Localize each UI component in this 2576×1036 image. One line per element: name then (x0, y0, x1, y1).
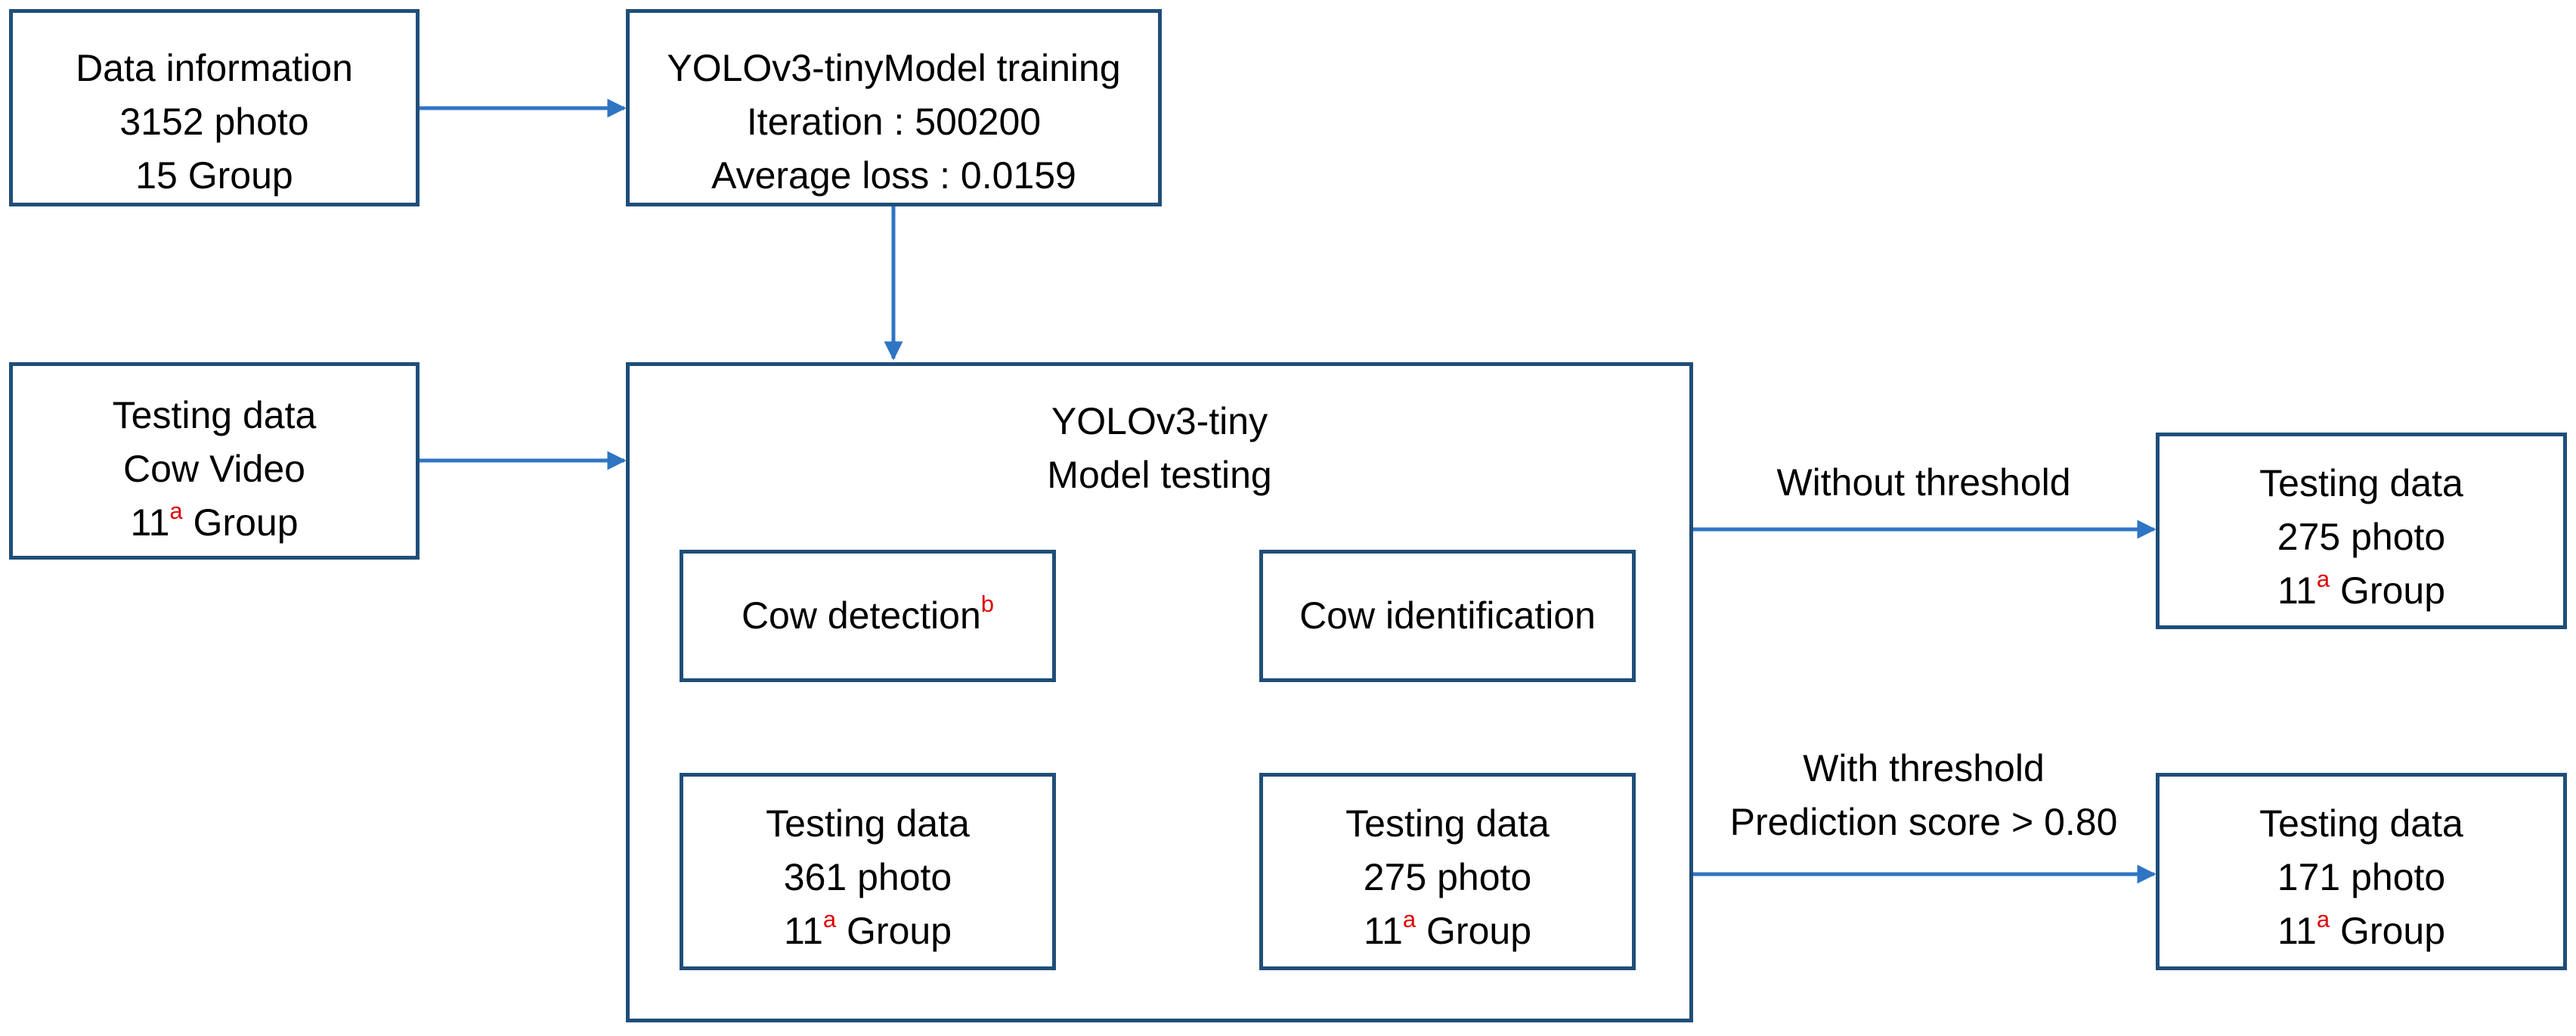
testing-input-title: Testing data (112, 394, 317, 436)
cow-identification-label: Cow identification (1299, 594, 1596, 637)
group-count: 11 (2277, 569, 2317, 612)
testing-input-groups: 11a Group (13, 496, 416, 550)
without-threshold-result-box: Testing data 275 photo 11a Group (2156, 433, 2567, 629)
cow-detection-label: Cow detectionb (683, 589, 1052, 643)
cow-identification-box: Cow identification (1259, 550, 1636, 682)
footnote-a-marker: a (2316, 906, 2330, 932)
group-label: Group (1416, 910, 1531, 952)
identification-output-box: Testing data 275 photo 11a Group (1259, 773, 1636, 970)
data-info-group-count: 15 Group (135, 154, 293, 197)
footnote-a-marker: a (1402, 906, 1416, 932)
with-threshold-result-box: Testing data 171 photo 11a Group (2156, 773, 2567, 970)
footnote-a-marker: a (822, 906, 837, 932)
identification-output-photos: 275 photo (1363, 856, 1532, 898)
group-label: Group (2330, 910, 2445, 952)
group-label: Group (836, 910, 952, 952)
group-count: 11 (1363, 910, 1403, 952)
cow-detection-box: Cow detectionb (680, 550, 1056, 682)
without-threshold-result-photos: 275 photo (2277, 516, 2446, 558)
data-information-box: Data information 3152 photo 15 Group (9, 9, 420, 206)
testing-video-box: Testing data Cow Video 11a Group (9, 362, 420, 560)
model-training-box: YOLOv3-tinyModel training Iteration : 50… (626, 9, 1162, 206)
training-iteration: Iteration : 500200 (746, 101, 1042, 143)
footnote-b-marker: b (980, 591, 995, 617)
testing-input-source: Cow Video (123, 448, 305, 490)
with-threshold-result-title: Testing data (2259, 802, 2463, 845)
group-count: 11 (783, 910, 823, 952)
with-threshold-label-line2: Prediction score > 0.80 (1729, 801, 2118, 843)
with-threshold-result-photos: 171 photo (2277, 856, 2446, 898)
with-threshold-result-groups: 11a Group (2160, 904, 2563, 958)
group-label: Group (2330, 569, 2445, 612)
footnote-a-marker: a (2316, 566, 2330, 592)
detection-output-title: Testing data (766, 802, 970, 845)
detection-output-box: Testing data 361 photo 11a Group (680, 773, 1056, 970)
model-testing-title-line2: Model testing (1047, 454, 1272, 496)
without-threshold-result-groups: 11a Group (2160, 564, 2563, 618)
detection-output-groups: 11a Group (683, 904, 1052, 958)
training-average-loss: Average loss : 0.0159 (711, 154, 1076, 197)
data-info-photo-count: 3152 photo (119, 101, 309, 143)
with-threshold-label-line1: With threshold (1803, 747, 2045, 789)
group-label: Group (182, 501, 299, 544)
model-testing-title-line1: YOLOv3-tiny (1051, 400, 1268, 442)
detection-output-photos: 361 photo (783, 856, 952, 898)
cow-detection-text: Cow detection (741, 594, 981, 637)
without-threshold-result-title: Testing data (2259, 462, 2463, 504)
group-count: 11 (2277, 910, 2317, 952)
identification-output-title: Testing data (1345, 802, 1550, 845)
group-count: 11 (130, 501, 170, 544)
footnote-a-marker: a (169, 498, 183, 524)
data-info-title: Data information (76, 47, 353, 89)
identification-output-groups: 11a Group (1263, 904, 1632, 958)
without-threshold-label: Without threshold (1776, 461, 2071, 504)
training-title: YOLOv3-tinyModel training (667, 47, 1121, 89)
